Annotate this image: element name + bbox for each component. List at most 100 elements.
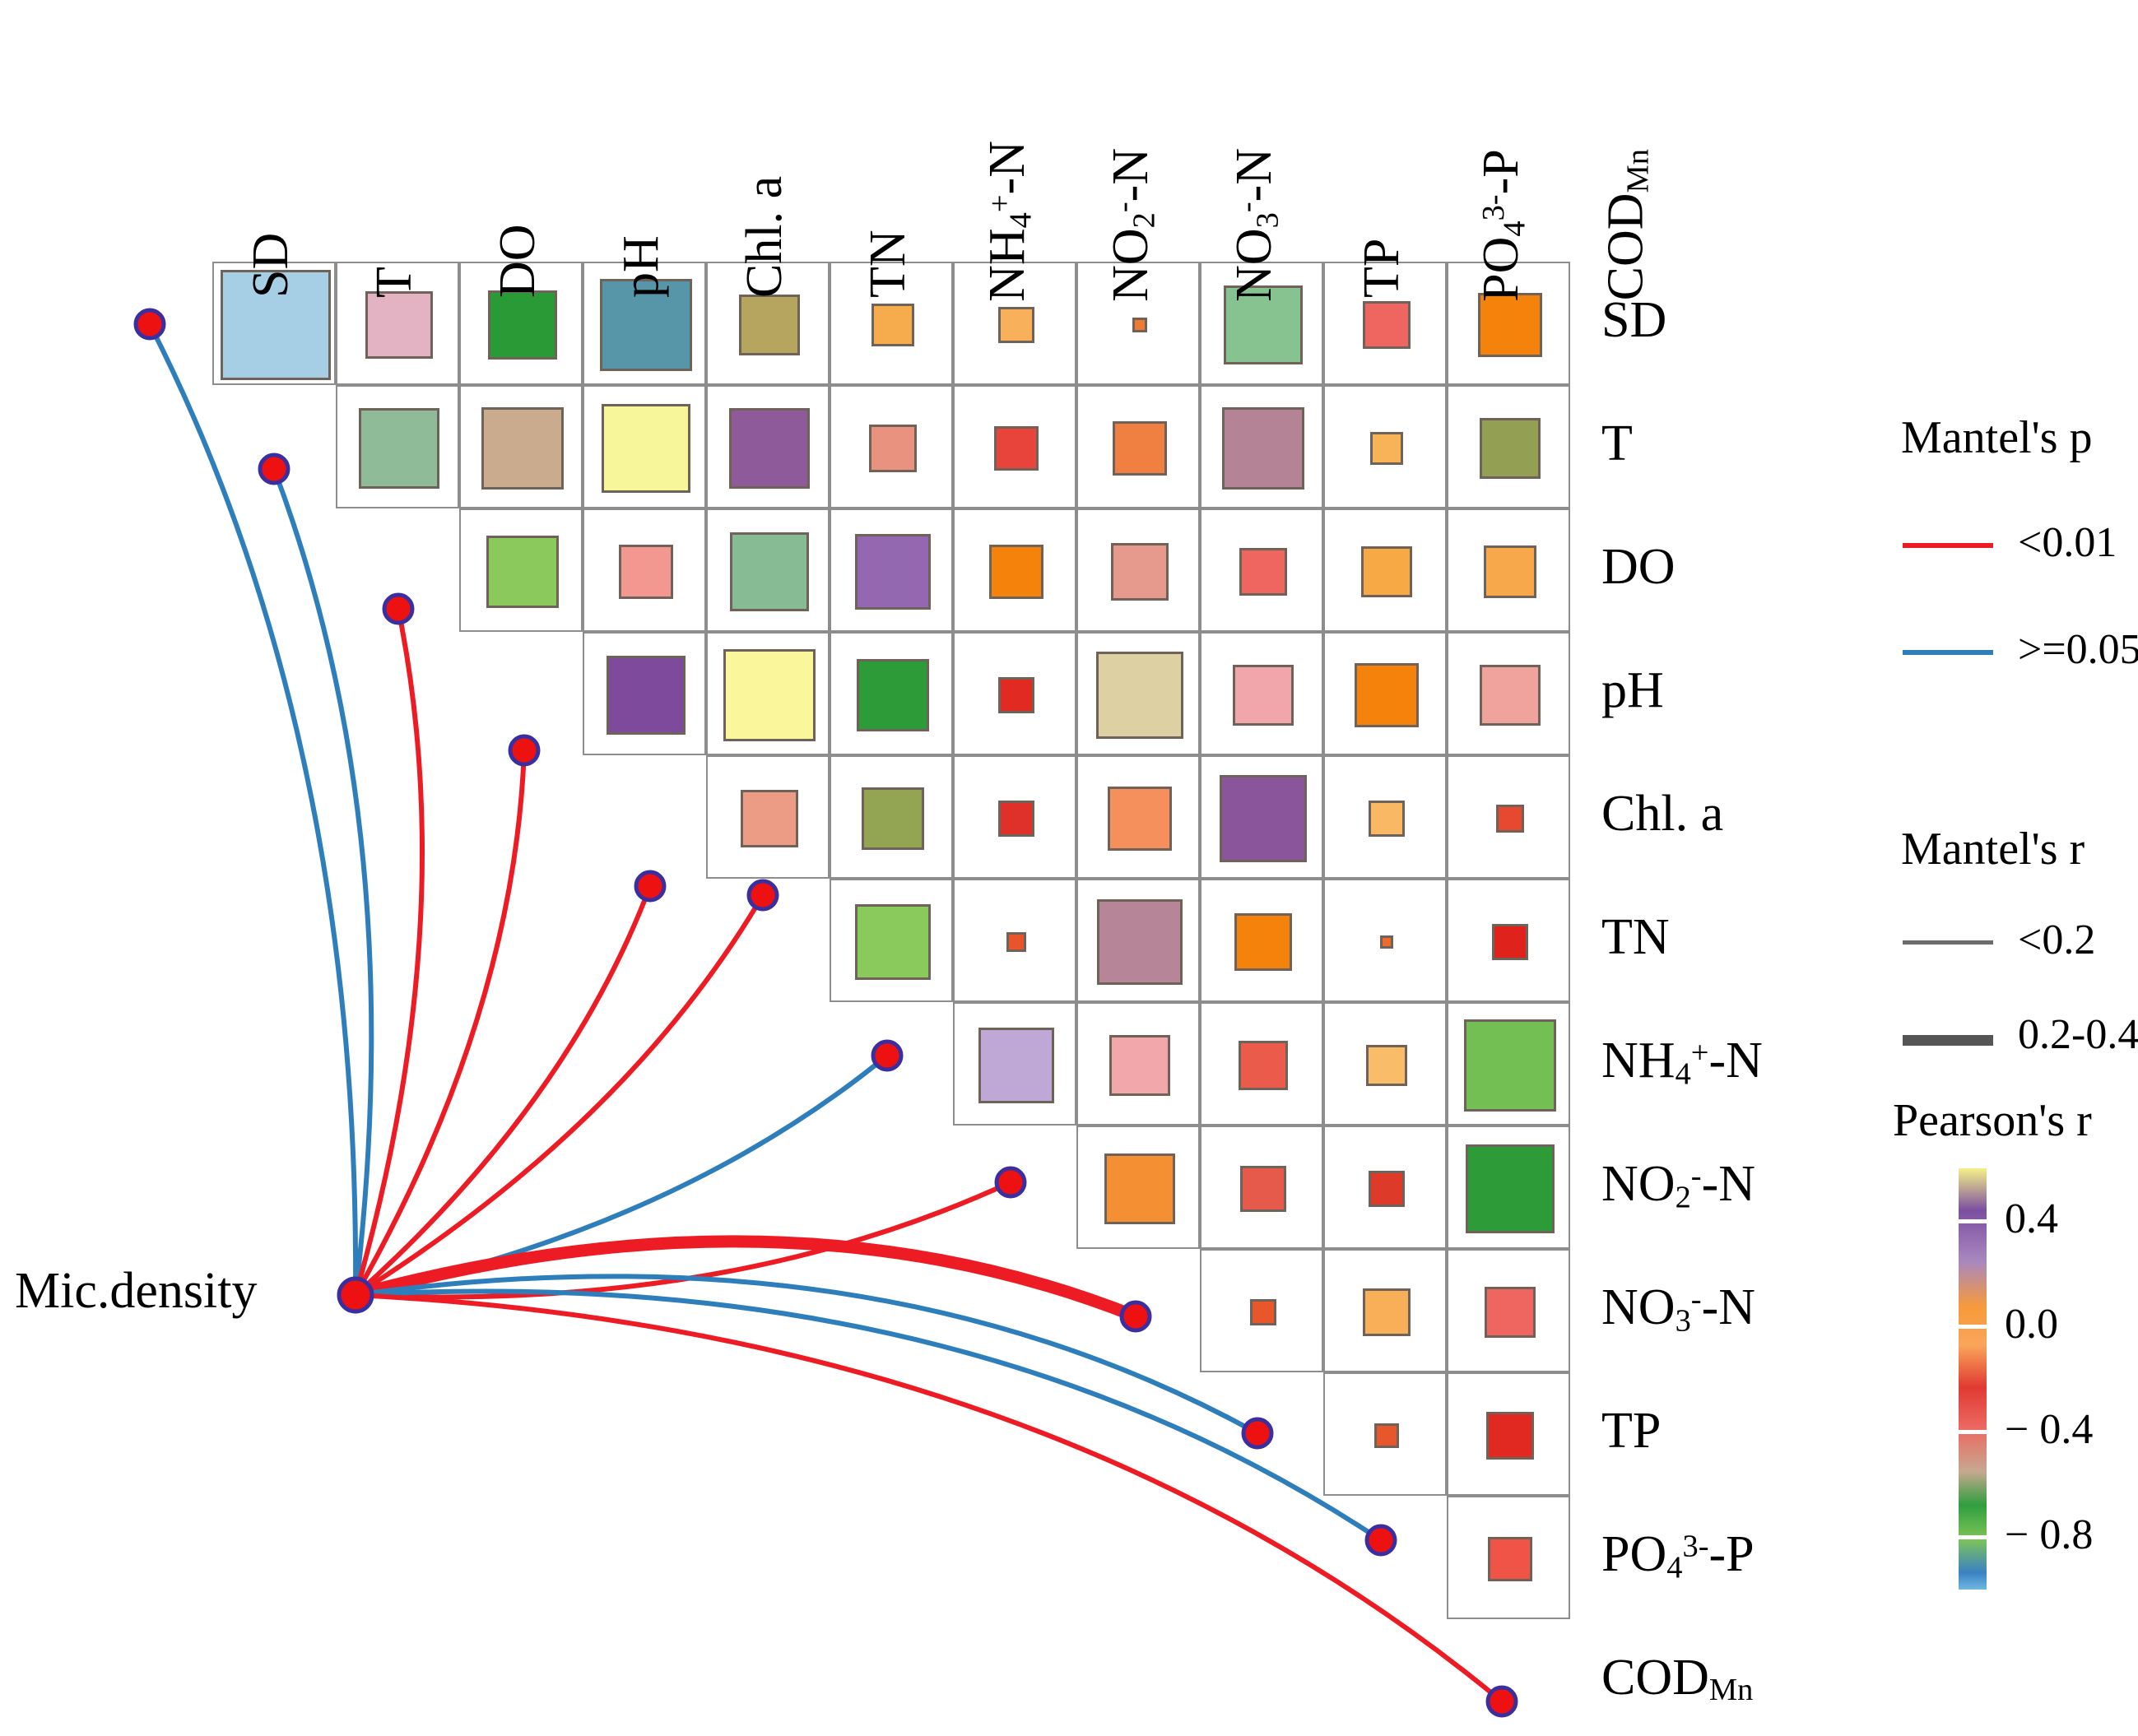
correlation-square (1104, 1153, 1175, 1224)
correlation-square (486, 535, 560, 609)
network-node-pH (508, 734, 541, 767)
matrix-cell (1323, 262, 1447, 385)
network-node-SD (133, 308, 166, 341)
matrix-cell (1200, 1249, 1323, 1372)
correlation-square (1369, 431, 1404, 466)
matrix-cell (1447, 1002, 1570, 1126)
matrix-cell (1200, 385, 1323, 508)
correlation-square (978, 1028, 1054, 1103)
correlation-square (599, 278, 693, 372)
legend-pearson-r-title: Pearson's r (1893, 1095, 2092, 1146)
network-node-NH4+-N (871, 1039, 904, 1072)
correlation-square (1224, 285, 1303, 364)
mantel-link-SD (147, 322, 359, 1297)
network-hub-node (337, 1276, 374, 1314)
correlation-square (1368, 1170, 1406, 1208)
column-label-CODMn: CODMn (1597, 149, 1656, 301)
pearson-r-colorbar (1959, 1168, 1987, 1590)
row-label-NO2--N: NO2--N (1601, 1156, 1755, 1215)
mantel-link-NH4+-N (353, 1053, 890, 1297)
matrix-cell (1323, 755, 1447, 879)
row-label-SD: SD (1601, 292, 1667, 348)
colorbar-tick-label: − 0.8 (2005, 1511, 2094, 1558)
matrix-cell (459, 385, 583, 508)
matrix-cell (583, 385, 706, 508)
correlation-square (1132, 318, 1147, 332)
column-label-PO43--P: PO43--P (1473, 149, 1532, 302)
correlation-square (1463, 1019, 1557, 1112)
correlation-square (729, 408, 810, 489)
correlation-square (1496, 805, 1524, 833)
matrix-cell (1076, 632, 1200, 755)
column-label-SD: SD (243, 232, 299, 298)
row-label-TN: TN (1601, 909, 1670, 965)
colorbar-tick (1959, 1535, 1987, 1539)
matrix-cell (953, 1002, 1076, 1126)
legend-mantel-p-title: Mantel's p (1901, 412, 2093, 463)
matrix-cell (706, 632, 830, 755)
correlation-square (1109, 1034, 1171, 1097)
colorbar-tick (1959, 1219, 1987, 1223)
correlation-square (993, 425, 1039, 471)
column-label-Chl. a: Chl. a (737, 175, 792, 298)
row-label-CODMn: CODMn (1601, 1650, 1754, 1707)
row-label-pH: pH (1601, 662, 1664, 718)
matrix-cell (953, 508, 1076, 632)
legend-mantel-p-label-0: <0.01 (2018, 519, 2117, 566)
correlation-square (857, 659, 929, 731)
correlation-square (1368, 800, 1406, 838)
column-label-NO3--N: NO3--N (1226, 147, 1285, 302)
legend-mantel-r-label-1: 0.2-0.4 (2018, 1011, 2138, 1058)
correlation-square (1234, 912, 1293, 972)
correlation-square (854, 903, 932, 981)
colorbar-tick-label: − 0.4 (2005, 1406, 2094, 1453)
network-node-CODMn (1485, 1685, 1518, 1718)
correlation-square (1487, 1536, 1533, 1582)
correlation-square (1363, 1288, 1411, 1336)
matrix-cell (1323, 385, 1447, 508)
row-label-DO: DO (1601, 539, 1676, 595)
network-node-TN (746, 879, 779, 912)
column-label-T: T (366, 267, 422, 298)
matrix-cell (583, 508, 706, 632)
correlation-square (861, 787, 925, 851)
matrix-cell (953, 385, 1076, 508)
legend-mantel-r-line-1 (1903, 1035, 1993, 1046)
correlation-square (1097, 899, 1183, 985)
legend-mantel-r-title: Mantel's r (1901, 824, 2085, 875)
mantel-link-TN (353, 893, 765, 1297)
correlation-square (739, 295, 800, 355)
legend-mantel-r-line-0 (1903, 940, 1993, 945)
matrix-cell (1447, 1372, 1570, 1496)
matrix-cell (1447, 879, 1570, 1002)
network-node-T (258, 453, 290, 485)
network-node-PO43--P (1364, 1524, 1397, 1557)
correlation-square (730, 532, 809, 611)
colorbar-tick (1959, 1325, 1987, 1329)
colorbar-tick (1959, 1430, 1987, 1434)
correlation-square (989, 545, 1043, 599)
correlation-square (601, 403, 691, 494)
matrix-cell (953, 262, 1076, 385)
legend-mantel-p-line-1 (1903, 650, 1993, 655)
hub-label: Mic.density (15, 1263, 258, 1319)
correlation-square (1479, 417, 1541, 480)
row-label-T: T (1601, 415, 1633, 471)
column-label-NH4+-N: NH4+-N (979, 141, 1039, 302)
correlation-square (1374, 1423, 1399, 1448)
matrix-cell (830, 385, 953, 508)
matrix-cell (1076, 1002, 1200, 1126)
correlation-square (1477, 292, 1543, 358)
correlation-square (871, 304, 914, 346)
colorbar-tick-label: 0.0 (2005, 1301, 2058, 1348)
mantel-link-DO (353, 606, 425, 1297)
legend-mantel-p-line-0 (1903, 543, 1993, 548)
matrix-cell (1447, 1249, 1570, 1372)
matrix-cell (1323, 879, 1447, 1002)
matrix-cell (336, 385, 459, 508)
mantel-link-pH (353, 748, 527, 1297)
matrix-cell (1323, 508, 1447, 632)
network-node-DO (382, 592, 415, 625)
matrix-cell (1200, 1126, 1323, 1249)
matrix-cell (1200, 262, 1323, 385)
